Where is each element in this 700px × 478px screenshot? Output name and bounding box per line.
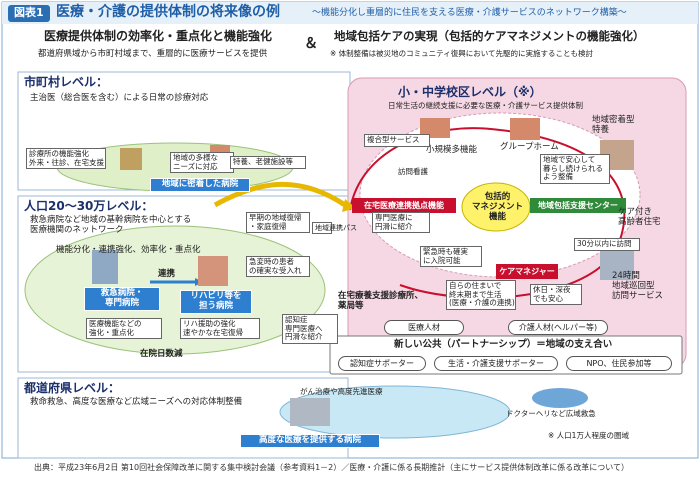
pref-level-desc: 救命救急、高度な医療など広域ニーズへの対応体制整備 (30, 397, 243, 407)
visit-24h-label: 24時間 地域巡回型 訪問サービス (612, 271, 664, 301)
home-clinic-label: 在宅療養支援診療所、 薬局等 (338, 291, 424, 311)
city-level-desc: 主治医（総合医を含む）による日常の診療対応 (30, 93, 209, 103)
right-heading-note: ※ 体制整備は被災地のコミュニティ復興において先駆的に実施することも検討 (330, 49, 593, 58)
public-title: 新しい公共（パートナーシップ）＝地域の支え合い (394, 339, 613, 350)
link-label: 連携 (158, 269, 176, 279)
dementia-specialist-box: 認知症 専門医療へ 円滑な紹介 (282, 314, 338, 344)
right-heading-title: 地域包括ケアの実現（包括的ケアマネジメントの機能強化） (334, 29, 645, 43)
pop-level-title: 人口20～30万レベル： (24, 199, 154, 213)
city-level-title: 市町村レベル： (24, 75, 109, 89)
page-subtitle: ～機能分化し重層的に住民を支える医療・介護サービスのネットワーク構築～ (312, 8, 627, 18)
care-manager-label: ケアマネジャー (496, 264, 558, 279)
figure-tag: 図表1 (8, 5, 50, 22)
regional-special-label: 地域密着型 特養 (592, 115, 635, 135)
small-multi-label: 小規模多機能 (426, 145, 478, 155)
advanced-care-label: がん治療や高度先進医療 (300, 387, 383, 396)
clinic-function-box: 診療所の機能強化 外来・往診、在宅支援 (26, 148, 106, 170)
special-nursing-box: 特養、老健施設等 (230, 156, 306, 169)
school-level-desc: 日常生活の継続支援に必要な医療・介護サービス提供体制 (388, 101, 583, 110)
specialist-referral-box: 専門医療に 円滑に紹介 (372, 212, 430, 234)
reduce-stay-label: 在院日数減 (140, 349, 183, 359)
group-home-label: グループホーム (500, 142, 559, 152)
public-item-2: NPO、住民参加等 (566, 356, 672, 371)
regional-path-box: 地域連携パス (312, 222, 357, 235)
rehab-func-box: リハ援助の強化 速やかな在宅復帰 (180, 318, 260, 340)
medical-func-box: 医療機能などの 強化・重点化 (86, 318, 162, 340)
left-heading-title: 医療提供体制の効率化・重点化と機能強化 (44, 29, 273, 43)
pop-level-desc: 救急病院など地域の基幹病院を中心とする 医療機関のネットワーク (30, 215, 192, 235)
left-heading-desc: 都道府県域から市町村域まで、重層的に医療サービスを提供 (38, 49, 268, 59)
school-level-title: 小・中学校区レベル（※） (398, 85, 542, 99)
func-differentiation-label: 機能分化・連携強化、効率化・重点化 (56, 245, 201, 255)
rehab-hospital-label: リハビリ等を 担う病院 (180, 290, 252, 314)
visit-nurse-label: 訪問看護 (398, 167, 428, 176)
emergency-admission-box: 緊急時も確実 に入院可能 (420, 246, 482, 268)
school-footnote: ※ 人口1万人程度の圏域 (548, 431, 629, 440)
source-footer: 出典：平成23年6月2日 第10回社会保障改革に関する集中検討会議（参考資料1－… (34, 463, 630, 472)
care-management-label: 包括的 マネジメント 機能 (472, 192, 524, 222)
public-item-0: 認知症サポーター (338, 356, 426, 371)
pref-level-title: 都道府県レベル： (24, 381, 121, 395)
medical-staff-pill: 医療人材 (384, 320, 464, 335)
doctor-heli-label: ドクターヘリなど広域救急 (506, 409, 596, 418)
public-item-1: 生活・介護支援サポーター (434, 356, 558, 371)
visit-30min-box: 30分以内に訪問 (574, 238, 640, 251)
early-return-box: 早期の地域復帰 ・家庭復帰 (246, 212, 310, 234)
local-hospital-label: 地域に密着した病院 (150, 178, 250, 192)
day-night-box: 休日・深夜 でも安心 (530, 284, 582, 306)
care-staff-pill: 介護人材(ヘルパー等) (508, 320, 608, 335)
support-center-label: 地域包括支援センター (530, 198, 626, 213)
advanced-hospital-label: 高度な医療を提供する病院 (240, 434, 380, 448)
patient-accept-box: 急変時の患者 の確実な受入れ (246, 256, 310, 278)
living-at-home-box: 自らの住まいで 終末期まで生活 (医療・介護の連携) (446, 280, 516, 310)
complex-service-box: 複合型サービス (364, 134, 430, 147)
peace-box: 地域で安心して 暮らし続けられる よう整備 (540, 154, 610, 184)
diverse-needs-box: 地域の多様な ニーズに対応 (170, 152, 234, 174)
home-medical-base-label: 在宅医療連携拠点機能 (352, 198, 456, 213)
emergency-hospital-label: 救急病院・ 専門病院 (84, 287, 160, 311)
care-attached-housing-label: ケア付き 高齢者住宅 (618, 207, 661, 227)
page-title: 医療・介護の提供体制の将来像の例 (56, 4, 280, 20)
ampersand: ＆ (304, 36, 318, 52)
